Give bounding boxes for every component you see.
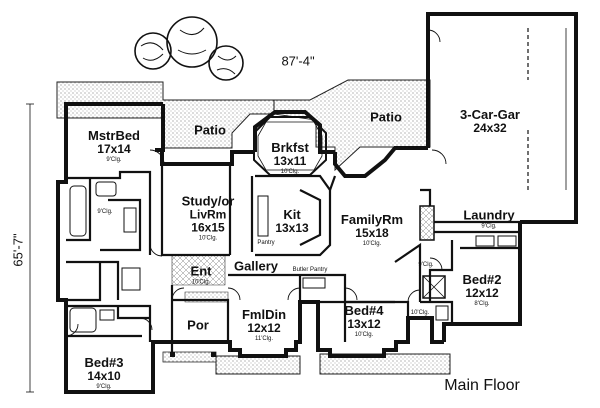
room-name: 3-Car-Gar	[460, 107, 520, 122]
room-size: 13x13	[275, 221, 309, 235]
room-ceiling: 10'Clg.	[191, 279, 211, 286]
porch-columns	[170, 352, 216, 357]
room-ceiling: 9'Clg.	[481, 223, 497, 230]
room-entry: Ent 10'Clg.	[191, 265, 212, 286]
room-name: Bed#2	[462, 272, 502, 287]
room-size: 13x12	[347, 317, 381, 331]
room-ceiling: 9'Clg.	[106, 157, 122, 163]
room-ceiling: 10'Clg.	[280, 169, 300, 175]
room-name-2: LivRm	[189, 207, 227, 222]
room-name: Bed#4	[344, 303, 384, 318]
room-size: 15x18	[355, 226, 389, 240]
room-breakfast: Brkfst 13x11 10'Clg.	[271, 141, 309, 175]
room-ceiling: 10'Clg.	[362, 241, 382, 247]
fixtures	[69, 181, 517, 333]
room-name: Laundry	[463, 207, 515, 223]
room-name: Kit	[283, 207, 301, 222]
door-swings	[65, 29, 447, 337]
interior-walls	[66, 164, 520, 356]
bath-right-ceiling: 10'Clg.	[410, 310, 430, 316]
room-name: Study/or	[181, 193, 235, 209]
room-size: 13x11	[273, 154, 307, 168]
room-family: FamilyRm 15x18 10'Clg.	[341, 213, 403, 247]
room-size: 16x15	[191, 220, 225, 235]
room-name: Bed#3	[84, 355, 124, 370]
room-name: FamilyRm	[340, 212, 404, 227]
room-study: Study/or LivRm 16x15 10'Clg.	[182, 195, 235, 242]
room-name: FmlDin	[241, 307, 287, 322]
room-gallery: Gallery	[233, 258, 279, 274]
room-master-bed: MstrBed 17x14 9'Clg.	[88, 129, 140, 163]
room-porch: Por	[187, 317, 209, 333]
room-laundry: Laundry 9'Clg.	[463, 209, 514, 230]
fireplace	[419, 205, 446, 299]
garage-doors	[527, 28, 578, 190]
room-size: 12x12	[465, 286, 499, 300]
room-size: 17x14	[97, 142, 131, 156]
room-ceiling: 8'Clg.	[474, 301, 490, 307]
overall-width-label: 87'-4"	[281, 53, 315, 69]
room-size: 24x32	[473, 121, 507, 135]
shrubs	[134, 16, 244, 81]
overall-depth-label: 65'-7"	[10, 233, 26, 267]
room-bed2: Bed#2 12x12 8'Clg.	[462, 273, 501, 307]
dimension-lines	[26, 103, 34, 393]
room-kitchen: Kit 13x13	[275, 208, 308, 234]
room-ceiling: 9'Clg.	[96, 384, 112, 390]
room-name: Brkfst	[271, 140, 309, 155]
room-patio-left: Patio	[194, 122, 226, 138]
room-garage: 3-Car-Gar 24x32	[460, 108, 520, 134]
room-ceiling: 11'Clg.	[254, 336, 274, 342]
plan-title: Main Floor	[444, 377, 520, 394]
room-bed4: Bed#4 13x12 10'Clg.	[344, 304, 383, 338]
room-ceiling: 10'Clg.	[354, 332, 374, 338]
hall-ceiling: 9'Clg.	[418, 262, 434, 268]
room-dining: FmlDin 12x12 11'Clg.	[242, 308, 286, 342]
pantry-label: Pantry	[257, 240, 275, 246]
room-bed3: Bed#3 14x10 9'Clg.	[84, 356, 123, 390]
room-name: MstrBed	[87, 128, 141, 143]
butler-pantry-label: Butler Pantry	[292, 267, 328, 273]
bath-master-ceiling: 9'Clg.	[97, 209, 113, 215]
room-patio-right: Patio	[370, 109, 402, 125]
room-ceiling: 10'Clg.	[198, 235, 218, 242]
room-size: 12x12	[247, 321, 281, 335]
room-name: Ent	[190, 263, 212, 279]
room-size: 14x10	[87, 369, 121, 383]
